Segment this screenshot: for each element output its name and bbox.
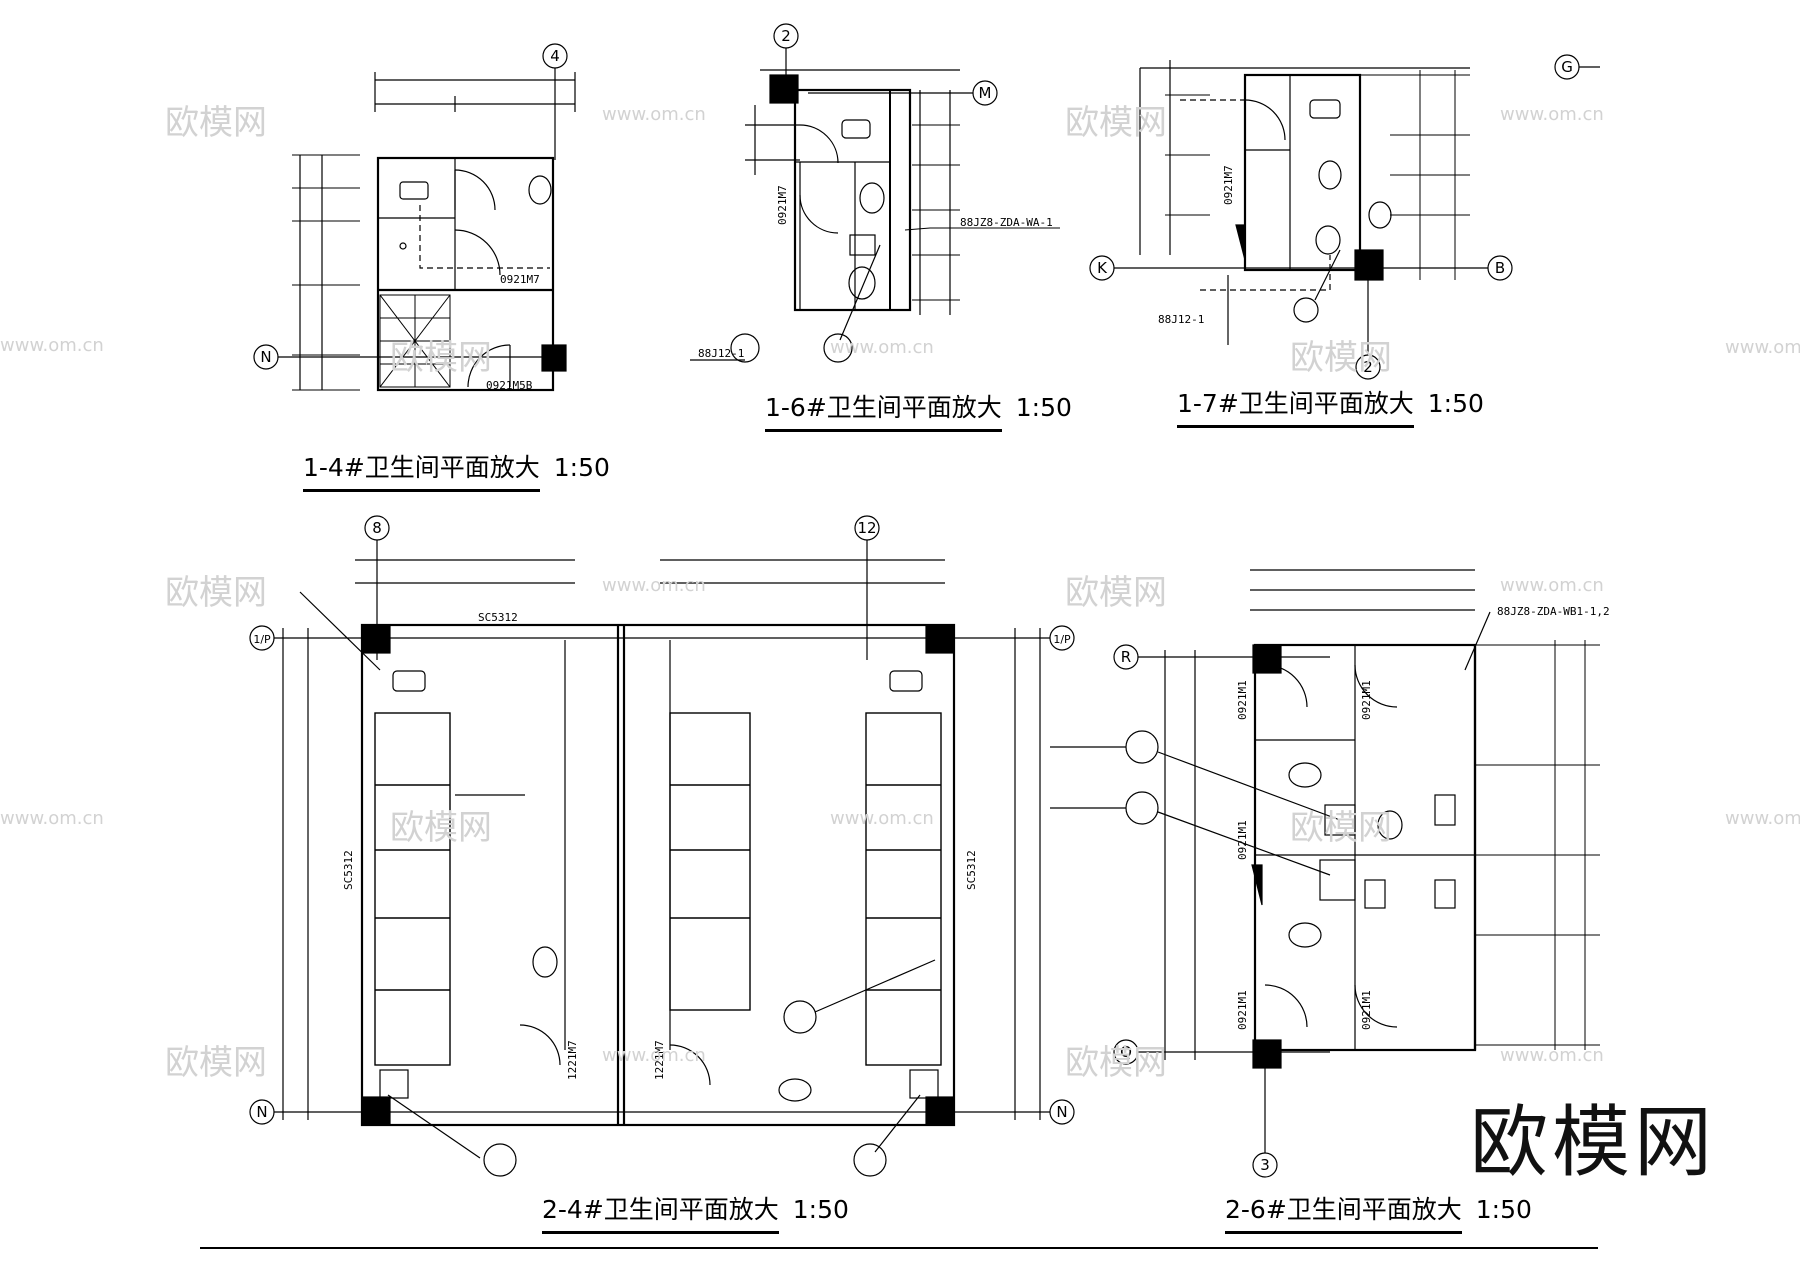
watermark-brand: 欧模网 (390, 338, 492, 378)
watermark-site: www.om.cn (602, 575, 706, 596)
svg-text:0921M1: 0921M1 (1236, 820, 1249, 860)
caption-scale: 1:50 (792, 1195, 849, 1224)
watermark-site: www.om.cn (0, 808, 104, 829)
structural-column (925, 1096, 955, 1126)
watermark-site: www.om.cn (602, 104, 706, 125)
axis-label-N-2-4: N (256, 1103, 267, 1121)
svg-text:1221M7: 1221M7 (566, 1040, 579, 1080)
caption-title: 2-4#卫生间平面放大 (542, 1190, 779, 1234)
svg-text:0921M7: 0921M7 (776, 185, 789, 225)
caption-title: 2-6#卫生间平面放大 (1225, 1190, 1462, 1234)
svg-text:0921M1: 0921M1 (1236, 680, 1249, 720)
axis-label-2b: 2 (1363, 358, 1373, 376)
svg-text:SC5312: SC5312 (342, 850, 355, 890)
svg-text:88JZ8-ZDA-WA-1: 88JZ8-ZDA-WA-1 (960, 216, 1053, 229)
axis-label-N: N (260, 348, 271, 366)
svg-text:88JZ8-ZDA-WB1-1,2: 88JZ8-ZDA-WB1-1,2 (1497, 605, 1610, 618)
svg-text:88J12-1: 88J12-1 (698, 347, 744, 360)
caption-scale: 1:50 (1475, 1195, 1532, 1224)
watermark-brand: 欧模网 (1065, 1043, 1167, 1083)
watermark-site: www.om.cn (602, 1045, 706, 1066)
axis-label-12: 12 (857, 519, 876, 537)
axis-label-3: 3 (1260, 1156, 1270, 1174)
structural-column (1252, 644, 1282, 674)
structural-column (1252, 1039, 1282, 1069)
axis-label-1P-right: 1/P (1053, 633, 1071, 646)
axis-label-R: R (1121, 648, 1131, 666)
watermark-site: www.om.cn (830, 337, 934, 358)
structural-column (1354, 249, 1384, 281)
caption-scale: 1:50 (1427, 389, 1484, 418)
svg-text:0921M1: 0921M1 (1236, 990, 1249, 1030)
structural-column (361, 624, 391, 654)
caption-scale: 1:50 (553, 453, 610, 482)
watermark-site: www.om.cn (1500, 575, 1604, 596)
plan-1-7: 88J12-1 0921M7 (1089, 54, 1600, 380)
watermark-brand: 欧模网 (165, 573, 267, 613)
caption-1-4: 1-4#卫生间平面放大 1:50 (303, 448, 610, 492)
watermark-brand: 欧模网 (165, 1043, 267, 1083)
watermark-site: www.om.cn (1725, 808, 1800, 829)
watermark-brand: 欧模网 (1065, 103, 1167, 143)
caption-1-6: 1-6#卫生间平面放大 1:50 (765, 388, 1072, 432)
watermark-site: www.om.cn (1725, 337, 1800, 358)
caption-title: 1-7#卫生间平面放大 (1177, 384, 1414, 428)
caption-2-6: 2-6#卫生间平面放大 1:50 (1225, 1190, 1532, 1234)
watermark-site: www.om.cn (830, 808, 934, 829)
corner-brand-logo: 欧模网 (1470, 1098, 1717, 1188)
axis-label-4: 4 (550, 47, 560, 65)
structural-column (541, 344, 567, 372)
svg-text:0921M7: 0921M7 (1222, 165, 1235, 205)
axis-label-Q: Q (1120, 1043, 1132, 1061)
svg-text:0921M7: 0921M7 (500, 273, 540, 286)
svg-text:0921M1: 0921M1 (1360, 990, 1373, 1030)
sink-fixture (399, 181, 429, 200)
caption-1-7: 1-7#卫生间平面放大 1:50 (1177, 384, 1484, 428)
svg-text:88J12-1: 88J12-1 (1158, 313, 1204, 326)
caption-2-4: 2-4#卫生间平面放大 1:50 (542, 1190, 849, 1234)
watermark-brand: 欧模网 (165, 103, 267, 143)
plan-1-6: 88JZ8-ZDA-WA-1 88J12-1 0921M7 (690, 23, 1060, 363)
watermark-site: www.om.cn (1500, 1045, 1604, 1066)
toilet-fixture (528, 175, 552, 205)
caption-title: 1-6#卫生间平面放大 (765, 388, 1002, 432)
axis-label-K: K (1097, 259, 1108, 277)
svg-text:1221M7: 1221M7 (653, 1040, 666, 1080)
axis-label-8: 8 (372, 519, 382, 537)
axis-label-M: M (979, 84, 992, 102)
structural-column (925, 624, 955, 654)
plan-2-4: SC5312 SC5312 SC5312 1221M7 1221M7 (249, 515, 1075, 1177)
svg-text:0921M5B: 0921M5B (486, 379, 533, 392)
plan-1-4: 0921M7 0921M5B (253, 43, 576, 392)
watermark-brand: 欧模网 (1290, 338, 1392, 378)
structural-column (361, 1096, 391, 1126)
svg-text:SC5312: SC5312 (965, 850, 978, 890)
axis-label-1P: 1/P (253, 633, 271, 646)
plan-2-6: 88JZ8-ZDA-WB1-1,2 0921M1 0921M1 0921M1 0… (1050, 569, 1610, 1178)
caption-title: 1-4#卫生间平面放大 (303, 448, 540, 492)
axis-label-N-2-4-right: N (1056, 1103, 1067, 1121)
axis-label-2: 2 (781, 27, 791, 45)
caption-scale: 1:50 (1015, 393, 1072, 422)
watermark-site: www.om.cn (0, 335, 104, 356)
watermark-brand: 欧模网 (390, 808, 492, 848)
watermark-brand: 欧模网 (1065, 573, 1167, 613)
watermark-brand: 欧模网 (1290, 808, 1392, 848)
svg-text:0921M1: 0921M1 (1360, 680, 1373, 720)
axis-label-B: B (1495, 259, 1505, 277)
axis-label-G: G (1561, 58, 1573, 76)
watermark-site: www.om.cn (1500, 104, 1604, 125)
structural-column (769, 74, 799, 104)
svg-text:SC5312: SC5312 (478, 611, 518, 624)
